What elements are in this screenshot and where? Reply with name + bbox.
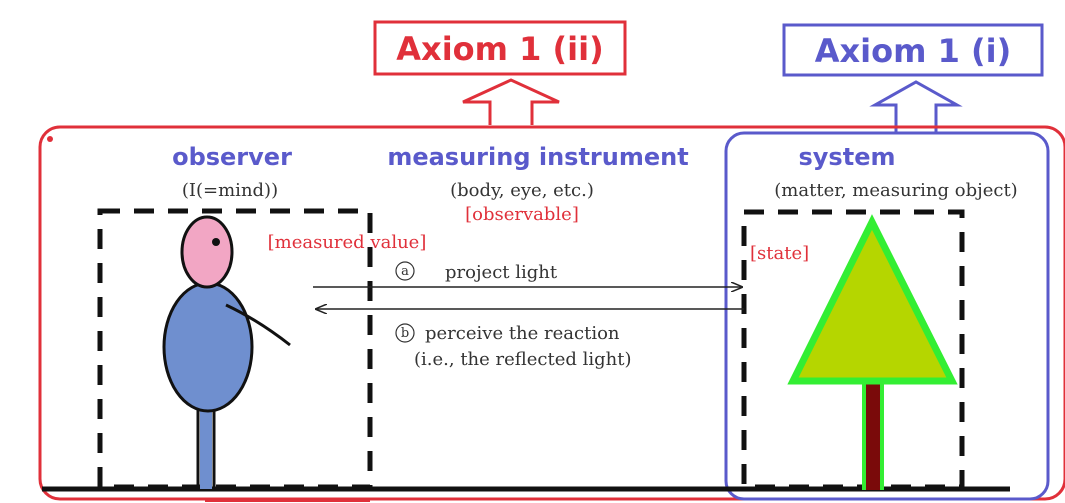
system-subtitle: (matter, measuring object) bbox=[774, 180, 1017, 201]
measured-value-label: [measured value] bbox=[268, 232, 427, 253]
observer-subtitle: (I(=mind)) bbox=[182, 180, 278, 201]
instrument-title: measuring instrument bbox=[387, 143, 688, 171]
instrument-subtitle: (body, eye, etc.) bbox=[450, 180, 594, 201]
observable-label: [observable] bbox=[465, 204, 579, 225]
axiom-ii-group: Axiom 1 (ii) bbox=[375, 22, 625, 125]
axiom-i-label: Axiom 1 (i) bbox=[815, 32, 1011, 70]
marker-b-letter: b bbox=[401, 326, 409, 341]
observer-head bbox=[182, 217, 232, 287]
project-light-label: project light bbox=[445, 262, 558, 283]
axiom-ii-up-arrow bbox=[463, 80, 559, 125]
observer-figure bbox=[164, 217, 290, 489]
perceive-sublabel: (i.e., the reflected light) bbox=[414, 349, 632, 370]
red-dot bbox=[47, 136, 53, 142]
observer-body bbox=[164, 283, 252, 411]
axiom-i-group: Axiom 1 (i) bbox=[784, 25, 1042, 133]
tree-trunk bbox=[866, 380, 880, 490]
tree-figure bbox=[793, 222, 952, 490]
axiom-ii-label: Axiom 1 (ii) bbox=[396, 30, 603, 68]
tree-crown bbox=[793, 222, 952, 381]
state-label: [state] bbox=[750, 243, 809, 264]
observer-title: observer bbox=[172, 143, 292, 171]
system-title: system bbox=[799, 143, 896, 171]
perceive-label: perceive the reaction bbox=[425, 323, 620, 344]
axiom-i-up-arrow bbox=[875, 82, 957, 133]
marker-a-letter: a bbox=[401, 264, 409, 279]
observer-eye bbox=[212, 238, 220, 246]
